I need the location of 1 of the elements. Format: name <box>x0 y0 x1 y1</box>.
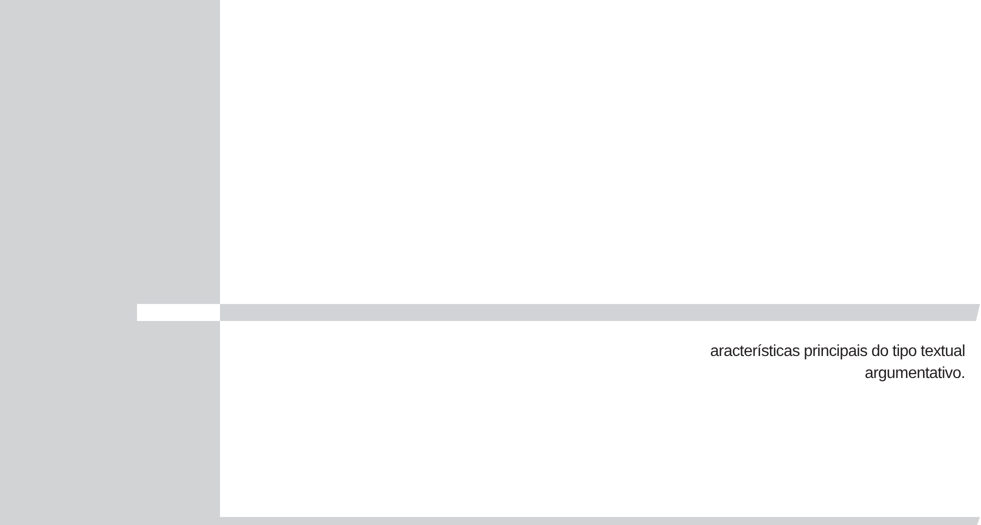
body-text: aracterísticas principais do tipo textual argumentativo. <box>709 342 965 384</box>
